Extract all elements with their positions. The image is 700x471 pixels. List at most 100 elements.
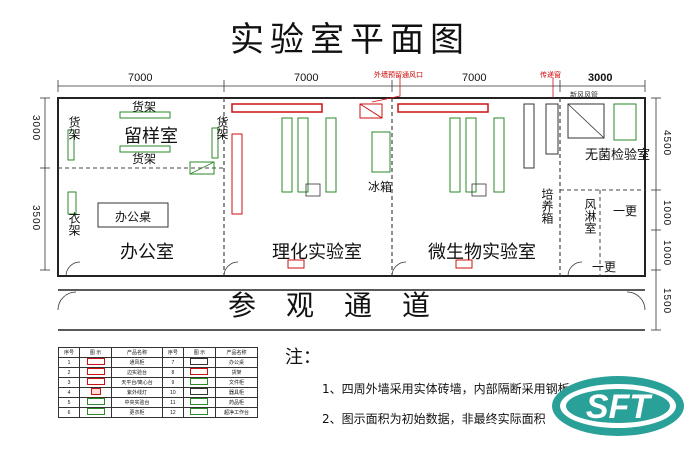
room-office: 办公室 (120, 242, 174, 263)
legend-header: 产品名称 (215, 347, 258, 358)
legend-cell: 12 (161, 407, 184, 418)
shelf-right (211, 127, 219, 159)
legend-swatch (78, 367, 113, 378)
label-shelf-left: 货架 (67, 116, 81, 140)
room-sample: 留样室 (124, 126, 178, 147)
file-cabinet (189, 161, 215, 175)
legend-swatch (182, 357, 217, 368)
sft-logo: SFT (552, 376, 684, 436)
legend-cell: 边实验台 (111, 367, 163, 378)
legend-swatch (78, 407, 113, 418)
vent-annotation: 外墙预留通风口 (374, 72, 423, 79)
legend-table: 序号 图 示 产品名称 序号 图 示 产品名称 1 通风柜 7 办公桌 2 边实… (58, 347, 258, 418)
legend-cell: 天平台/离心台 (111, 377, 163, 388)
legend-swatch (182, 377, 217, 388)
legend-header: 序号 (161, 347, 184, 358)
shelf-top (119, 111, 171, 119)
micro-bench-row (397, 103, 489, 113)
legend-cell: 3 (58, 377, 80, 388)
pass-window-annotation: 传递窗 (540, 72, 561, 79)
dim-right-3: 1000 (661, 240, 672, 267)
sterile-bench (567, 103, 605, 139)
legend-swatch (78, 377, 113, 388)
label-shelf-right: 货架 (215, 116, 229, 140)
label-change-2: 一更 (592, 260, 617, 274)
legend-cell: 9 (161, 377, 184, 388)
legend-cell: 办公桌 (215, 357, 258, 368)
door-physchem (223, 261, 239, 277)
cabinet-stack (371, 131, 391, 173)
dim-right-2: 1000 (661, 200, 672, 227)
legend-swatch (182, 397, 217, 408)
legend-header: 图 示 (78, 347, 113, 358)
dim-right-1: 4500 (661, 130, 672, 157)
legend-row: 4 紫外线灯 10 器具柜 (58, 387, 258, 398)
label-desk: 办公桌 (115, 210, 152, 224)
office-desk (97, 202, 169, 228)
label-change-1: 一更 (613, 204, 638, 218)
vent-arrow (371, 78, 401, 103)
legend-cell: 药品柜 (215, 397, 258, 408)
side-bench-left (231, 133, 243, 215)
legend-cell: 8 (161, 367, 184, 378)
dim-top-2: 7000 (294, 72, 319, 84)
room-corridor: 参观通道 (228, 289, 461, 322)
label-fridge: 冰箱 (368, 180, 393, 194)
dim-top-1: 7000 (128, 72, 153, 84)
legend-cell: 2 (58, 367, 80, 378)
legend-cell: 10 (161, 387, 184, 398)
label-shelf-bottom: 货架 (132, 152, 157, 166)
legend-cell: 中央实验台 (111, 397, 163, 408)
central-bench-1 (281, 117, 293, 193)
note-item: 2、图示面积为初始数据，非最终实际面积 (322, 412, 546, 426)
label-clothes: 衣架 (67, 212, 81, 236)
legend-cell: 5 (58, 397, 80, 408)
legend-row: 1 通风柜 7 办公桌 (58, 357, 258, 368)
legend-cell: 超净工作台 (215, 407, 258, 418)
legend-cell: 器具柜 (215, 387, 258, 398)
legend-swatch (182, 367, 217, 378)
room-sterile: 无菌检验室 (585, 148, 651, 163)
legend-row: 6 更衣柜 12 超净工作台 (58, 407, 258, 418)
central-bench-3 (325, 117, 337, 193)
room-physchem: 理化实验室 (272, 242, 362, 263)
dim-top-3: 7000 (462, 72, 487, 84)
dim-left-1: 3000 (30, 115, 41, 142)
dim-top-4: 3000 (588, 72, 613, 84)
outer-wall (57, 97, 646, 277)
legend-cell: 通风柜 (111, 357, 163, 368)
shelf-bottom (119, 145, 171, 153)
shelf-left (67, 129, 75, 161)
legend-cell: 紫外线灯 (111, 387, 163, 398)
legend-swatch (182, 407, 217, 418)
clothes-rack (67, 191, 77, 215)
label-shelf-top: 货架 (132, 100, 157, 114)
legend-cell: 货架 (215, 367, 258, 378)
legend-header: 图 示 (182, 347, 217, 358)
legend-row: 5 中央实验台 11 药品柜 (58, 397, 258, 408)
central-bench-2 (297, 117, 309, 193)
notes-heading: 注： (285, 347, 321, 368)
legend-cell: 4 (58, 387, 80, 398)
door-micro (391, 261, 407, 277)
legend-cell: 6 (58, 407, 80, 418)
legend-row: 2 边实验台 8 货架 (58, 367, 258, 378)
legend-cell: 1 (58, 357, 80, 368)
fume-hood-row (231, 103, 323, 113)
legend-cell: 更衣柜 (111, 407, 163, 418)
note-item: 1、四周外墙采用实体砖墙，内部隔断采用钢板 (322, 382, 570, 396)
door-sterile (567, 261, 583, 277)
legend-swatch (78, 357, 113, 368)
dim-right-4: 1500 (661, 288, 672, 315)
label-incubator: 培养箱 (540, 188, 554, 224)
legend-swatch (78, 387, 113, 398)
vent-box (359, 103, 383, 119)
room-micro: 微生物实验室 (428, 242, 536, 263)
legend-header-row: 序号 图 示 产品名称 序号 图 示 产品名称 (58, 347, 258, 358)
legend-swatch (182, 387, 217, 398)
logo-text: SFT (586, 388, 653, 426)
legend-cell: 11 (161, 397, 184, 408)
legend-header: 序号 (58, 347, 80, 358)
legend-cell: 文件柜 (215, 377, 258, 388)
